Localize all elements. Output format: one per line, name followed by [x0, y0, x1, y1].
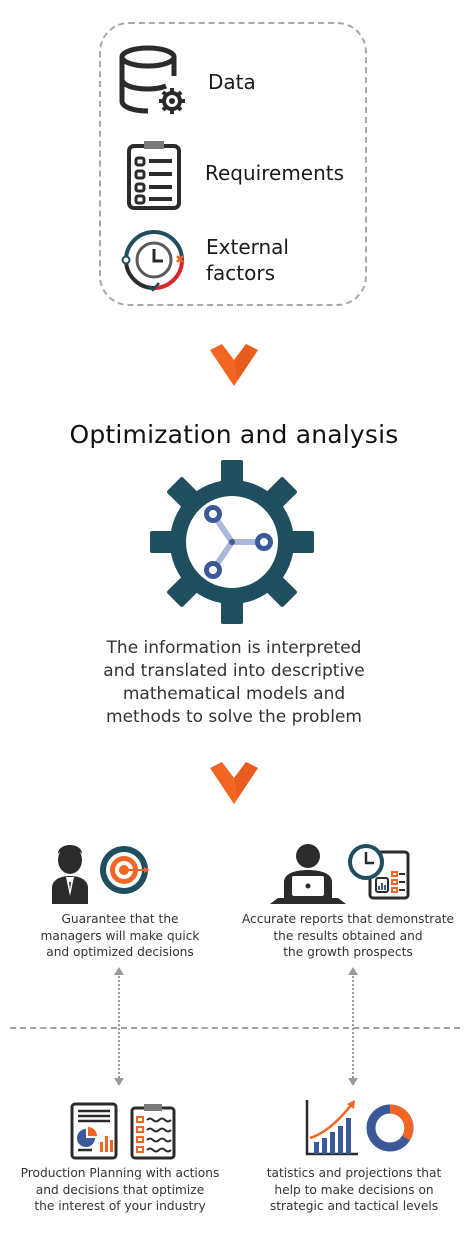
divider-line [10, 1027, 460, 1029]
output-text-statistics: tatistics and projections that help to m… [266, 1166, 442, 1213]
process-description: The information is interpreted and trans… [103, 638, 365, 727]
arrow-up-icon [114, 967, 124, 975]
arrow-down-icon [114, 1078, 124, 1086]
process-title: Optimization and analysis [69, 420, 399, 449]
clock-cycle-icon [121, 230, 184, 292]
down-chevron-icon [210, 762, 258, 804]
connector-line-right [352, 972, 354, 1078]
input-label-external-factors: External factors [206, 235, 289, 285]
down-chevron-icon [210, 344, 258, 386]
arrow-down-icon [348, 1078, 358, 1086]
inputs-box [99, 22, 367, 306]
laptop-report-icon [270, 844, 410, 904]
output-text-production-planning: Production Planning with actions and dec… [20, 1166, 220, 1213]
database-gear-icon [119, 45, 185, 114]
arrow-up-icon [348, 967, 358, 975]
clipboard-checklist-icon [127, 141, 181, 210]
output-text-managers: Guarantee that the managers will make qu… [40, 912, 200, 959]
output-text-reports: Accurate reports that demonstrate the re… [241, 912, 455, 959]
input-label-requirements: Requirements [205, 161, 345, 185]
connector-line-left [118, 972, 120, 1078]
report-checklist-icon [70, 1102, 176, 1160]
input-label-data: Data [208, 70, 256, 94]
gear-network-icon [150, 460, 314, 624]
growth-chart-icon [305, 1100, 414, 1156]
manager-target-icon [52, 845, 150, 904]
